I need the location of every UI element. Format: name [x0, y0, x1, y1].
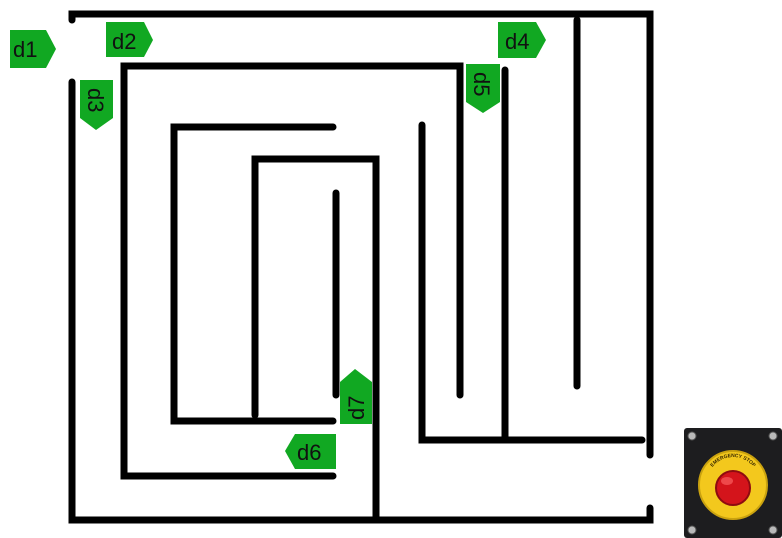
- marker-d7[interactable]: d7: [340, 369, 372, 424]
- marker-d5[interactable]: d5: [466, 64, 500, 113]
- inner-wall-right-u: [422, 125, 642, 440]
- marker-d3-label: d3: [83, 88, 108, 112]
- marker-d1-label: d1: [13, 37, 37, 62]
- screw-icon: [688, 432, 696, 440]
- marker-d6[interactable]: d6: [285, 434, 336, 469]
- marker-d7-label: d7: [344, 396, 369, 420]
- maze-walls: [72, 14, 650, 520]
- marker-d2[interactable]: d2: [106, 22, 153, 57]
- screw-icon: [769, 432, 777, 440]
- outer-wall-left-bottom: [72, 82, 650, 520]
- emergency-stop-icon: [716, 471, 750, 505]
- marker-d4-label: d4: [505, 29, 529, 54]
- emergency-stop-button[interactable]: EMERGENCY STOP: [684, 428, 782, 538]
- marker-d4[interactable]: d4: [498, 22, 546, 58]
- screw-icon: [688, 526, 696, 534]
- estop-highlight: [721, 477, 733, 485]
- marker-d2-label: d2: [112, 29, 136, 54]
- marker-d5-label: d5: [469, 72, 494, 96]
- screw-icon: [769, 526, 777, 534]
- marker-d3[interactable]: d3: [80, 80, 113, 130]
- marker-d1[interactable]: d1: [10, 30, 56, 68]
- marker-d6-label: d6: [297, 440, 321, 465]
